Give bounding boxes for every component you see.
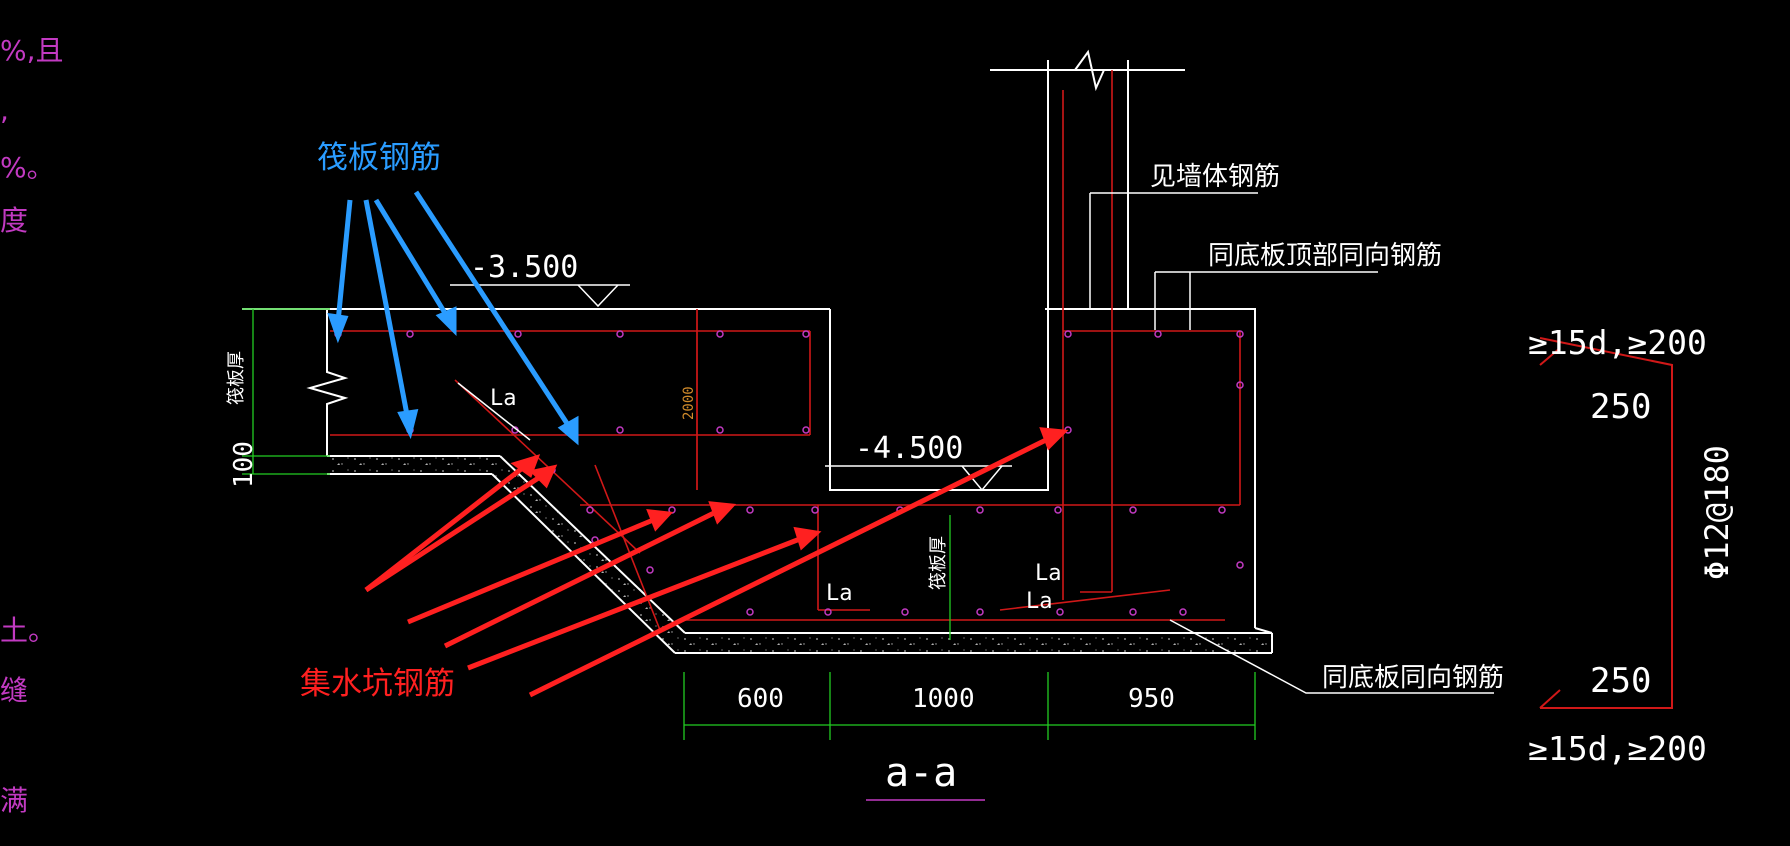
- bar-detail-shape: [1539, 337, 1673, 709]
- la-label: La: [490, 386, 517, 411]
- elevation-top-label: -3.500: [470, 250, 578, 285]
- blinding-hatch: [327, 456, 1272, 653]
- margin-fragment: 缝: [0, 674, 28, 707]
- la-label: La: [826, 581, 853, 606]
- margin-fragment: ,: [0, 94, 9, 127]
- section-title: a-a: [885, 750, 957, 796]
- bar-length-bottom: 250: [1590, 661, 1651, 701]
- dimension-lines: [242, 308, 1256, 740]
- margin-fragment: %,且: [0, 34, 64, 67]
- left-margin-notes: %,且 , %。 度 土。 缝 满: [0, 34, 64, 817]
- raft-thickness-mid-label: 筏板厚: [928, 536, 949, 590]
- raft-rebar-arrows: [327, 190, 579, 446]
- pit-rebar-note: 集水坑钢筋: [300, 666, 455, 702]
- pad-100-label: 100: [229, 441, 259, 488]
- margin-fragment: 土。: [0, 614, 56, 647]
- dimension-600: 600: [737, 684, 784, 714]
- la-label: La: [1035, 561, 1062, 586]
- elevation-marker-top: [450, 284, 630, 308]
- dimension-1000: 1000: [912, 684, 975, 714]
- la-label: La: [1026, 589, 1053, 614]
- raft-thickness-left-label: 筏板厚: [226, 351, 247, 405]
- bar-length-top: 250: [1590, 387, 1651, 427]
- raft-rebar-note: 筏板钢筋: [317, 140, 441, 176]
- top-same-direction-label: 同底板顶部同向钢筋: [1208, 241, 1442, 271]
- bottom-same-direction-label: 同底板同向钢筋: [1322, 663, 1504, 693]
- wall-rebar-label: 见墙体钢筋: [1150, 162, 1280, 192]
- pit-rebar-arrows: [364, 427, 1069, 698]
- margin-fragment: 满: [0, 784, 28, 817]
- depth-2000-label: 2000: [681, 386, 697, 420]
- margin-fragment: 度: [0, 204, 28, 237]
- leader-lines: [457, 192, 1494, 694]
- bar-detail-bottom-note: ≥15d,≥200: [1528, 729, 1707, 768]
- bar-detail-top-note: ≥15d,≥200: [1528, 323, 1707, 362]
- bar-spec-label: Φ12@180: [1698, 445, 1736, 580]
- dimension-950: 950: [1128, 684, 1175, 714]
- elevation-marker-pit: [825, 465, 1012, 492]
- elevation-pit-label: -4.500: [855, 431, 963, 466]
- margin-fragment: %。: [0, 151, 55, 184]
